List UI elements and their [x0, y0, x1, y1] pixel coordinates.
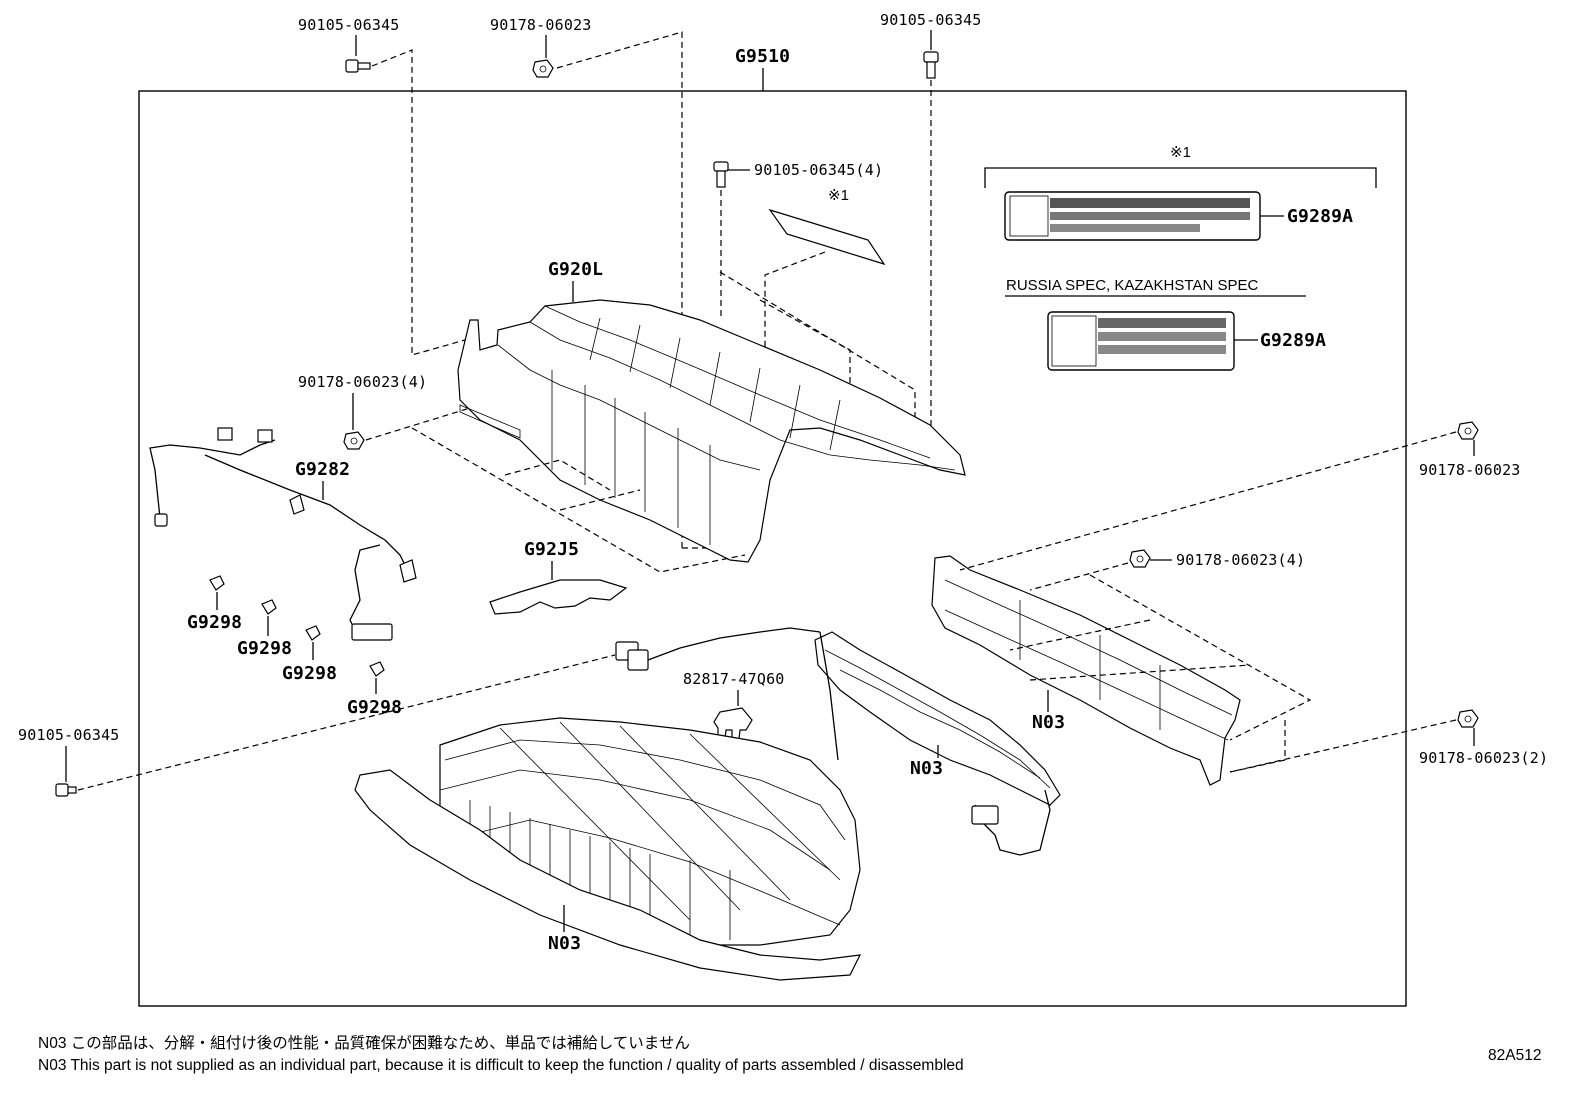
callout-sensor[interactable]: 82817-47Q60	[683, 670, 785, 688]
bracket-frame-icon	[931, 555, 1241, 786]
footer-note-en: N03 This part is not supplied as an indi…	[38, 1057, 964, 1074]
callout-clip-3[interactable]: G9298	[282, 663, 337, 684]
note-mark-plate: ※1	[828, 187, 849, 204]
callout-clip-1[interactable]: G9298	[187, 612, 242, 633]
callout-bolt-bottom-left[interactable]: 90105-06345	[18, 726, 120, 744]
nut-right-top-icon	[1457, 421, 1479, 440]
callout-label-std[interactable]: G9289A	[1287, 206, 1353, 227]
callout-bracket[interactable]: G92J5	[524, 539, 579, 560]
assembly-frame	[138, 90, 1407, 1007]
caution-label-icon	[1004, 191, 1261, 241]
bolt-bottom-left-icon	[55, 783, 77, 797]
callout-bolt-top-right[interactable]: 90105-06345	[880, 11, 982, 29]
bracket-icon	[489, 579, 628, 615]
group-label: G9510	[735, 46, 790, 67]
wire-harness-icon	[149, 427, 417, 641]
clip-3-icon	[305, 625, 321, 641]
callout-n03-bus[interactable]: N03	[910, 758, 943, 779]
callout-n03-stack[interactable]: N03	[548, 933, 581, 954]
callout-cover[interactable]: G920L	[548, 259, 603, 280]
nut-right-mid-icon	[1129, 549, 1151, 568]
battery-cover-icon	[457, 299, 966, 563]
nut-top-center-icon	[532, 59, 554, 78]
callout-nut-right-bottom[interactable]: 90178-06023(2)	[1419, 749, 1548, 767]
figure-code: 82A512	[1488, 1047, 1541, 1064]
bolt-top-left-icon	[345, 59, 371, 73]
callout-label-ru[interactable]: G9289A	[1260, 330, 1326, 351]
callout-nut-right-top[interactable]: 90178-06023	[1419, 461, 1521, 479]
clip-4-icon	[369, 661, 385, 677]
connector-icon	[615, 641, 649, 671]
note-mark-top: ※1	[1170, 144, 1191, 161]
footer-note-jp: N03 この部品は、分解・組付け後の性能・品質確保が困難なため、単品では補給して…	[38, 1034, 690, 1052]
callout-bolt-top-left[interactable]: 90105-06345	[298, 16, 400, 34]
callout-n03-bracket[interactable]: N03	[1032, 712, 1065, 733]
nut-left-icon	[343, 431, 365, 450]
bus-bar-module-icon	[814, 631, 1061, 856]
bolt-top-right-icon	[923, 51, 939, 79]
clip-2-icon	[261, 599, 277, 615]
clip-1-icon	[209, 575, 225, 591]
battery-stack-icon	[354, 717, 862, 981]
spec-heading: RUSSIA SPEC, KAZAKHSTAN SPEC	[1006, 277, 1258, 294]
callout-nut-right-mid[interactable]: 90178-06023(4)	[1176, 551, 1305, 569]
callout-nut-left[interactable]: 90178-06023(4)	[298, 373, 427, 391]
callout-bolt-center[interactable]: 90105-06345(4)	[754, 161, 883, 179]
callout-clip-4[interactable]: G9298	[347, 697, 402, 718]
caution-label-ru-icon	[1047, 311, 1235, 371]
callout-clip-2[interactable]: G9298	[237, 638, 292, 659]
callout-nut-top-center[interactable]: 90178-06023	[490, 16, 592, 34]
nut-right-bottom-icon	[1457, 709, 1479, 728]
callout-wire-harness[interactable]: G9282	[295, 459, 350, 480]
warning-plate-icon	[768, 208, 886, 266]
bolt-center-icon	[713, 161, 729, 188]
